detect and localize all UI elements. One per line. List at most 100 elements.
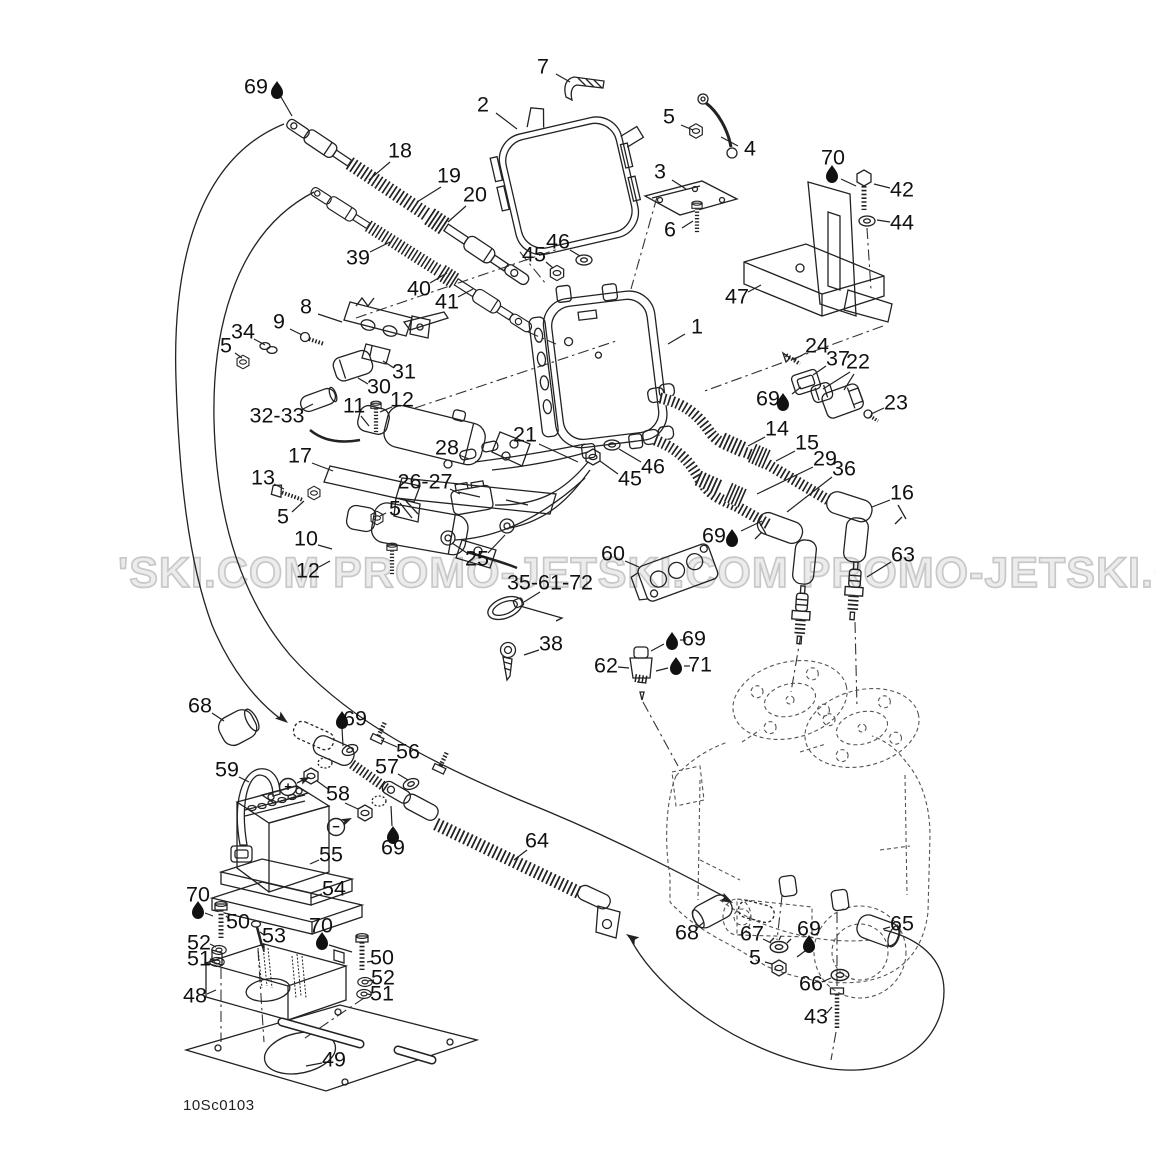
battery-cable [381,780,621,939]
callout-label: 23 [884,391,908,415]
cable-tie [487,595,564,622]
callout-label: 31 [392,360,416,384]
leader-line [555,73,571,83]
leader-line [344,802,359,810]
leader-line [234,352,243,359]
callout-label: 16 [890,481,914,505]
leader-line [756,466,814,495]
leader-line [238,776,250,783]
callout-label: 20 [463,183,487,207]
leader-line [840,178,857,187]
leader-line [671,179,687,190]
oil-droplet-icon [336,711,348,729]
connector-block [630,543,719,602]
leader-line [369,241,391,253]
terminal-polarity-icon [278,777,298,797]
callout-label: 26-27 [398,470,453,494]
resistor-cover-group [299,343,391,413]
terminal-polarity-glyph: − [332,819,340,834]
callout-label: 15 [795,431,819,455]
leader-line [379,512,387,517]
callout-label: 69 [244,75,268,99]
callout-label: 21 [513,423,537,447]
callout-label: 51 [370,982,394,1006]
callout-label: 49 [322,1048,346,1072]
leader-line [291,500,305,513]
leader-line [545,261,554,269]
callout-label: 5 [389,497,401,521]
callout-label: 5 [220,334,232,358]
leader-line [624,560,640,568]
oil-droplet-icon [726,529,738,547]
cover-strap [564,76,605,102]
leader-line [259,931,265,936]
leader-line [360,415,370,427]
leader-line [523,591,541,603]
leader-line [300,403,314,411]
leader-line [843,373,855,391]
callout-label: 70 [821,146,845,170]
callout-label: 66 [799,972,823,996]
leader-line [341,727,344,747]
callout-label: 25 [465,547,489,571]
callout-label: 12 [296,559,320,583]
callout-label: 52 [187,931,211,955]
leader-line [317,544,333,550]
callout-label: 40 [407,277,431,301]
leader-line [397,773,409,781]
leader-line [309,859,320,865]
callout-label: 30 [367,375,391,399]
oil-droplet-icon [316,932,328,951]
callout-label: 35-61-72 [507,571,593,595]
leader-line [618,448,642,463]
leader-line [876,219,891,223]
leader-line [720,136,739,147]
leader-line [681,220,694,229]
callout-label: 22 [846,350,870,374]
leader-line [318,560,331,568]
leader-line [696,921,705,929]
callout-label: 29 [813,447,837,471]
callout-label: 57 [375,755,399,779]
leader-line [317,313,343,323]
battery-tray-lower [209,881,365,935]
oil-droplet-icon [666,632,678,650]
spark-plug-left [790,585,812,644]
callout-label: 11 [343,394,365,418]
callout-label: 53 [262,924,286,948]
callout-label: 37 [826,347,850,371]
callout-label: 2 [477,93,489,117]
callout-label: 70 [309,914,333,938]
leader-line [368,161,391,181]
leader-line [211,712,225,722]
leader-line [310,893,323,899]
callout-label: 41 [435,290,459,314]
callout-label: 59 [215,758,239,782]
terminal-polarity-glyph: + [284,779,292,794]
leader-line [569,249,581,257]
callout-label: 3 [654,160,666,184]
oil-droplet-icon [777,393,789,411]
leader-line [786,476,833,513]
oil-droplet-icon [192,901,204,919]
leader-line [822,371,851,390]
callout-label: 68 [188,694,212,718]
leader-line [599,460,619,475]
electrical-box [528,283,676,460]
electrical-box-cover [489,76,645,256]
callout-label: 17 [288,444,312,468]
callout-label: 69 [797,917,821,941]
leader-line [316,780,329,790]
diagram-code: 10Sc0103 [183,1097,255,1114]
oil-droplet-icon [271,81,283,100]
leader-line [792,352,807,361]
leader-line [523,649,540,656]
callout-label: 69 [702,524,726,548]
callout-label: 63 [891,543,915,567]
leader-line [870,407,885,415]
callout-label: 47 [725,285,749,309]
callout-label: 55 [319,843,343,867]
leader-line [495,112,518,130]
